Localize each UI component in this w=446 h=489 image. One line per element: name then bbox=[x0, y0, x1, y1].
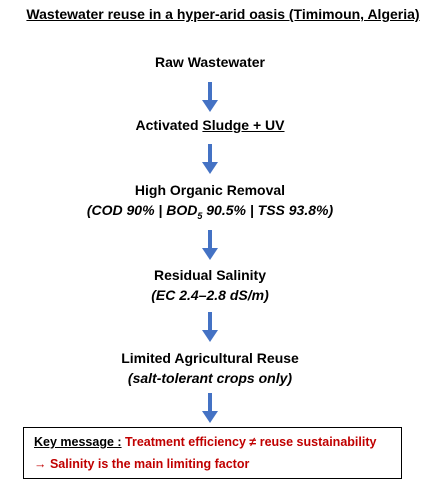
step-label-underlined: Sludge + UV bbox=[202, 117, 285, 133]
step-detail: (COD 90% | BOD5 90.5% | TSS 93.8%) bbox=[0, 200, 420, 226]
key-message-box: Key message : Treatment efficiency ≠ reu… bbox=[23, 427, 402, 479]
flow-arrow-2 bbox=[202, 144, 218, 174]
step-detail: (salt-tolerant crops only) bbox=[127, 370, 293, 386]
step-label: Limited Agricultural Reuse bbox=[121, 350, 299, 366]
step-detail: (EC 2.4–2.8 dS/m) bbox=[151, 287, 269, 303]
key-message-text-2: Salinity is the main limiting factor bbox=[46, 457, 250, 471]
diagram-title: Wastewater reuse in a hyper-arid oasis (… bbox=[26, 6, 420, 22]
flow-arrow-5 bbox=[202, 393, 218, 423]
step-label: Raw Wastewater bbox=[155, 54, 265, 70]
key-message-line-2: → Salinity is the main limiting factor bbox=[34, 453, 391, 475]
key-message-line-1: Key message : Treatment efficiency ≠ reu… bbox=[34, 431, 391, 453]
flow-arrow-3 bbox=[202, 230, 218, 260]
key-message-text-1: Treatment efficiency ≠ reuse sustainabil… bbox=[121, 435, 377, 449]
flow-arrow-1 bbox=[202, 82, 218, 112]
step-activated-sludge-uv: Activated Sludge + UV bbox=[0, 115, 420, 135]
bod-subscript: 5 bbox=[197, 210, 203, 221]
step-residual-salinity: Residual Salinity (EC 2.4–2.8 dS/m) bbox=[0, 265, 420, 305]
step-high-organic-removal: High Organic Removal (COD 90% | BOD5 90.… bbox=[0, 180, 420, 226]
key-message-label: Key message : bbox=[34, 435, 122, 449]
step-label: High Organic Removal bbox=[134, 182, 286, 198]
step-label: Residual Salinity bbox=[153, 267, 267, 283]
right-arrow-icon: → bbox=[34, 457, 47, 471]
step-limited-agricultural-reuse: Limited Agricultural Reuse (salt-toleran… bbox=[0, 348, 420, 388]
flow-arrow-4 bbox=[202, 312, 218, 342]
step-label-prefix: Activated bbox=[135, 117, 203, 133]
detail-suffix: 90.5% | TSS 93.8%) bbox=[202, 202, 334, 218]
detail-prefix: (COD 90% | BOD bbox=[86, 202, 198, 218]
step-raw-wastewater: Raw Wastewater bbox=[0, 52, 420, 72]
